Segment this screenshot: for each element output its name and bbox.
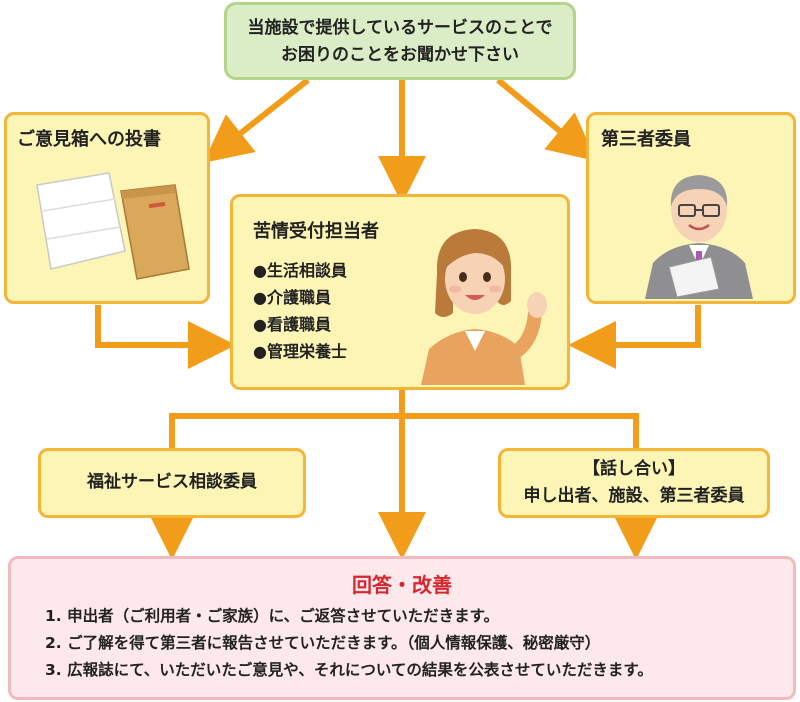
response-list: 1. 申出者（ご利用者・ご家族）に、ご返答させていただきます。 2. ご了解を得… (45, 603, 653, 684)
response-item: 2. ご了解を得て第三者に報告させていただきます。（個人情報保護、秘密厳守） (45, 634, 601, 652)
staff-item: ●看護職員 (253, 315, 331, 334)
arrow-left-to-center (95, 305, 236, 369)
third-party-title: 第三者委員 (601, 129, 691, 150)
arrow-right-to-center (568, 305, 701, 369)
complaint-handler-panel: 苦情受付担当者 ●生活相談員 ●介護職員 ●看護職員 ●管理栄養士 (230, 194, 570, 390)
suggestion-box-panel: ご意見箱への投書 (4, 112, 210, 304)
discussion-line-1: 【話し合い】 (583, 459, 685, 479)
staff-woman-illustration (421, 229, 547, 385)
arrow-top-to-right (496, 77, 597, 162)
staff-item: ●管理栄養士 (253, 342, 347, 361)
suggestion-box-title: ご意見箱への投書 (17, 129, 161, 150)
arrow-top-to-left (203, 77, 310, 163)
request-line-2: お困りのことをお聞かせ下さい (281, 45, 519, 65)
discussion-box: 【話し合い】 申し出者、施設、第三者委員 (498, 448, 770, 518)
welfare-consultant-label: 福祉サービス相談委員 (87, 472, 257, 492)
response-improvement-title: 回答・改善 (352, 573, 452, 597)
request-box: 当施設で提供しているサービスのことで お困りのことをお聞かせ下さい (224, 2, 576, 80)
welfare-consultant-box: 福祉サービス相談委員 (38, 448, 306, 518)
staff-list: ●生活相談員 ●介護職員 ●看護職員 ●管理栄養士 (253, 257, 347, 365)
response-item: 3. 広報誌にて、いただいたご意見や、それについての結果を公表させていただきます… (45, 661, 653, 679)
complaint-handler-title: 苦情受付担当者 (253, 221, 379, 242)
request-line-1: 当施設で提供しているサービスのことで (247, 18, 553, 38)
response-improvement-box: 回答・改善 1. 申出者（ご利用者・ご家族）に、ご返答させていただきます。 2.… (8, 556, 796, 700)
response-item: 1. 申出者（ご利用者・ご家族）に、ご返答させていただきます。 (45, 607, 500, 625)
committee-member-illustration (645, 175, 753, 299)
discussion-line-2: 申し出者、施設、第三者委員 (523, 486, 745, 506)
letter-envelope-icon (36, 172, 190, 280)
third-party-panel: 第三者委員 (586, 112, 796, 304)
staff-item: ●生活相談員 (253, 261, 347, 280)
staff-item: ●介護職員 (253, 288, 331, 307)
